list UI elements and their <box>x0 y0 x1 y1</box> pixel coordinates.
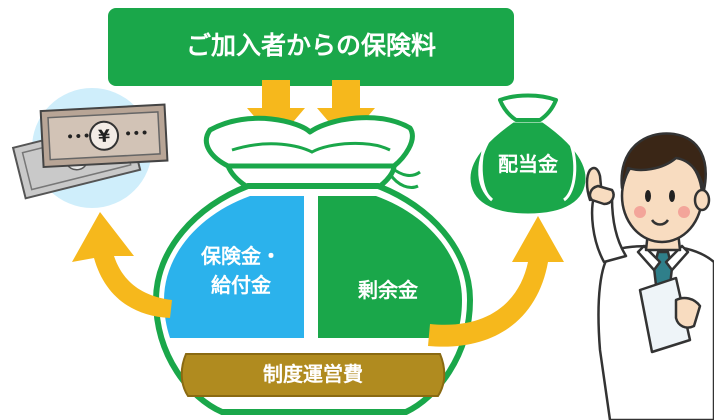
insurance-payout-line2: 給付金 <box>211 273 271 297</box>
presenter-man-illustration <box>585 132 714 420</box>
operating-cost-label: 制度運営費 <box>263 362 363 386</box>
operating-cost-bar <box>180 353 446 397</box>
yen-banknotes-icon: ¥ ••• ••• <box>11 103 169 200</box>
bag-body <box>152 183 474 415</box>
bag-opening <box>203 115 421 189</box>
premium-banner <box>108 8 514 86</box>
insurance-payout-line1: 保険金・ <box>201 244 281 268</box>
surplus-label: 剰余金 <box>358 278 418 302</box>
surplus-section <box>318 196 462 338</box>
payout-arrow <box>72 212 172 318</box>
dividend-arrow <box>428 216 564 347</box>
inflow-arrows <box>247 80 375 142</box>
dividend-label: 配当金 <box>498 152 558 176</box>
svg-text:¥: ¥ <box>98 126 111 147</box>
insurance-payout-label: 保険金・ 給付金 <box>178 244 304 298</box>
dividend-bag <box>470 93 586 214</box>
svg-text:•••: ••• <box>66 128 92 145</box>
insurance-payout-section <box>164 196 304 338</box>
svg-text:•••: ••• <box>124 125 150 142</box>
premium-banner-label: ご加入者からの保険料 <box>185 31 436 60</box>
